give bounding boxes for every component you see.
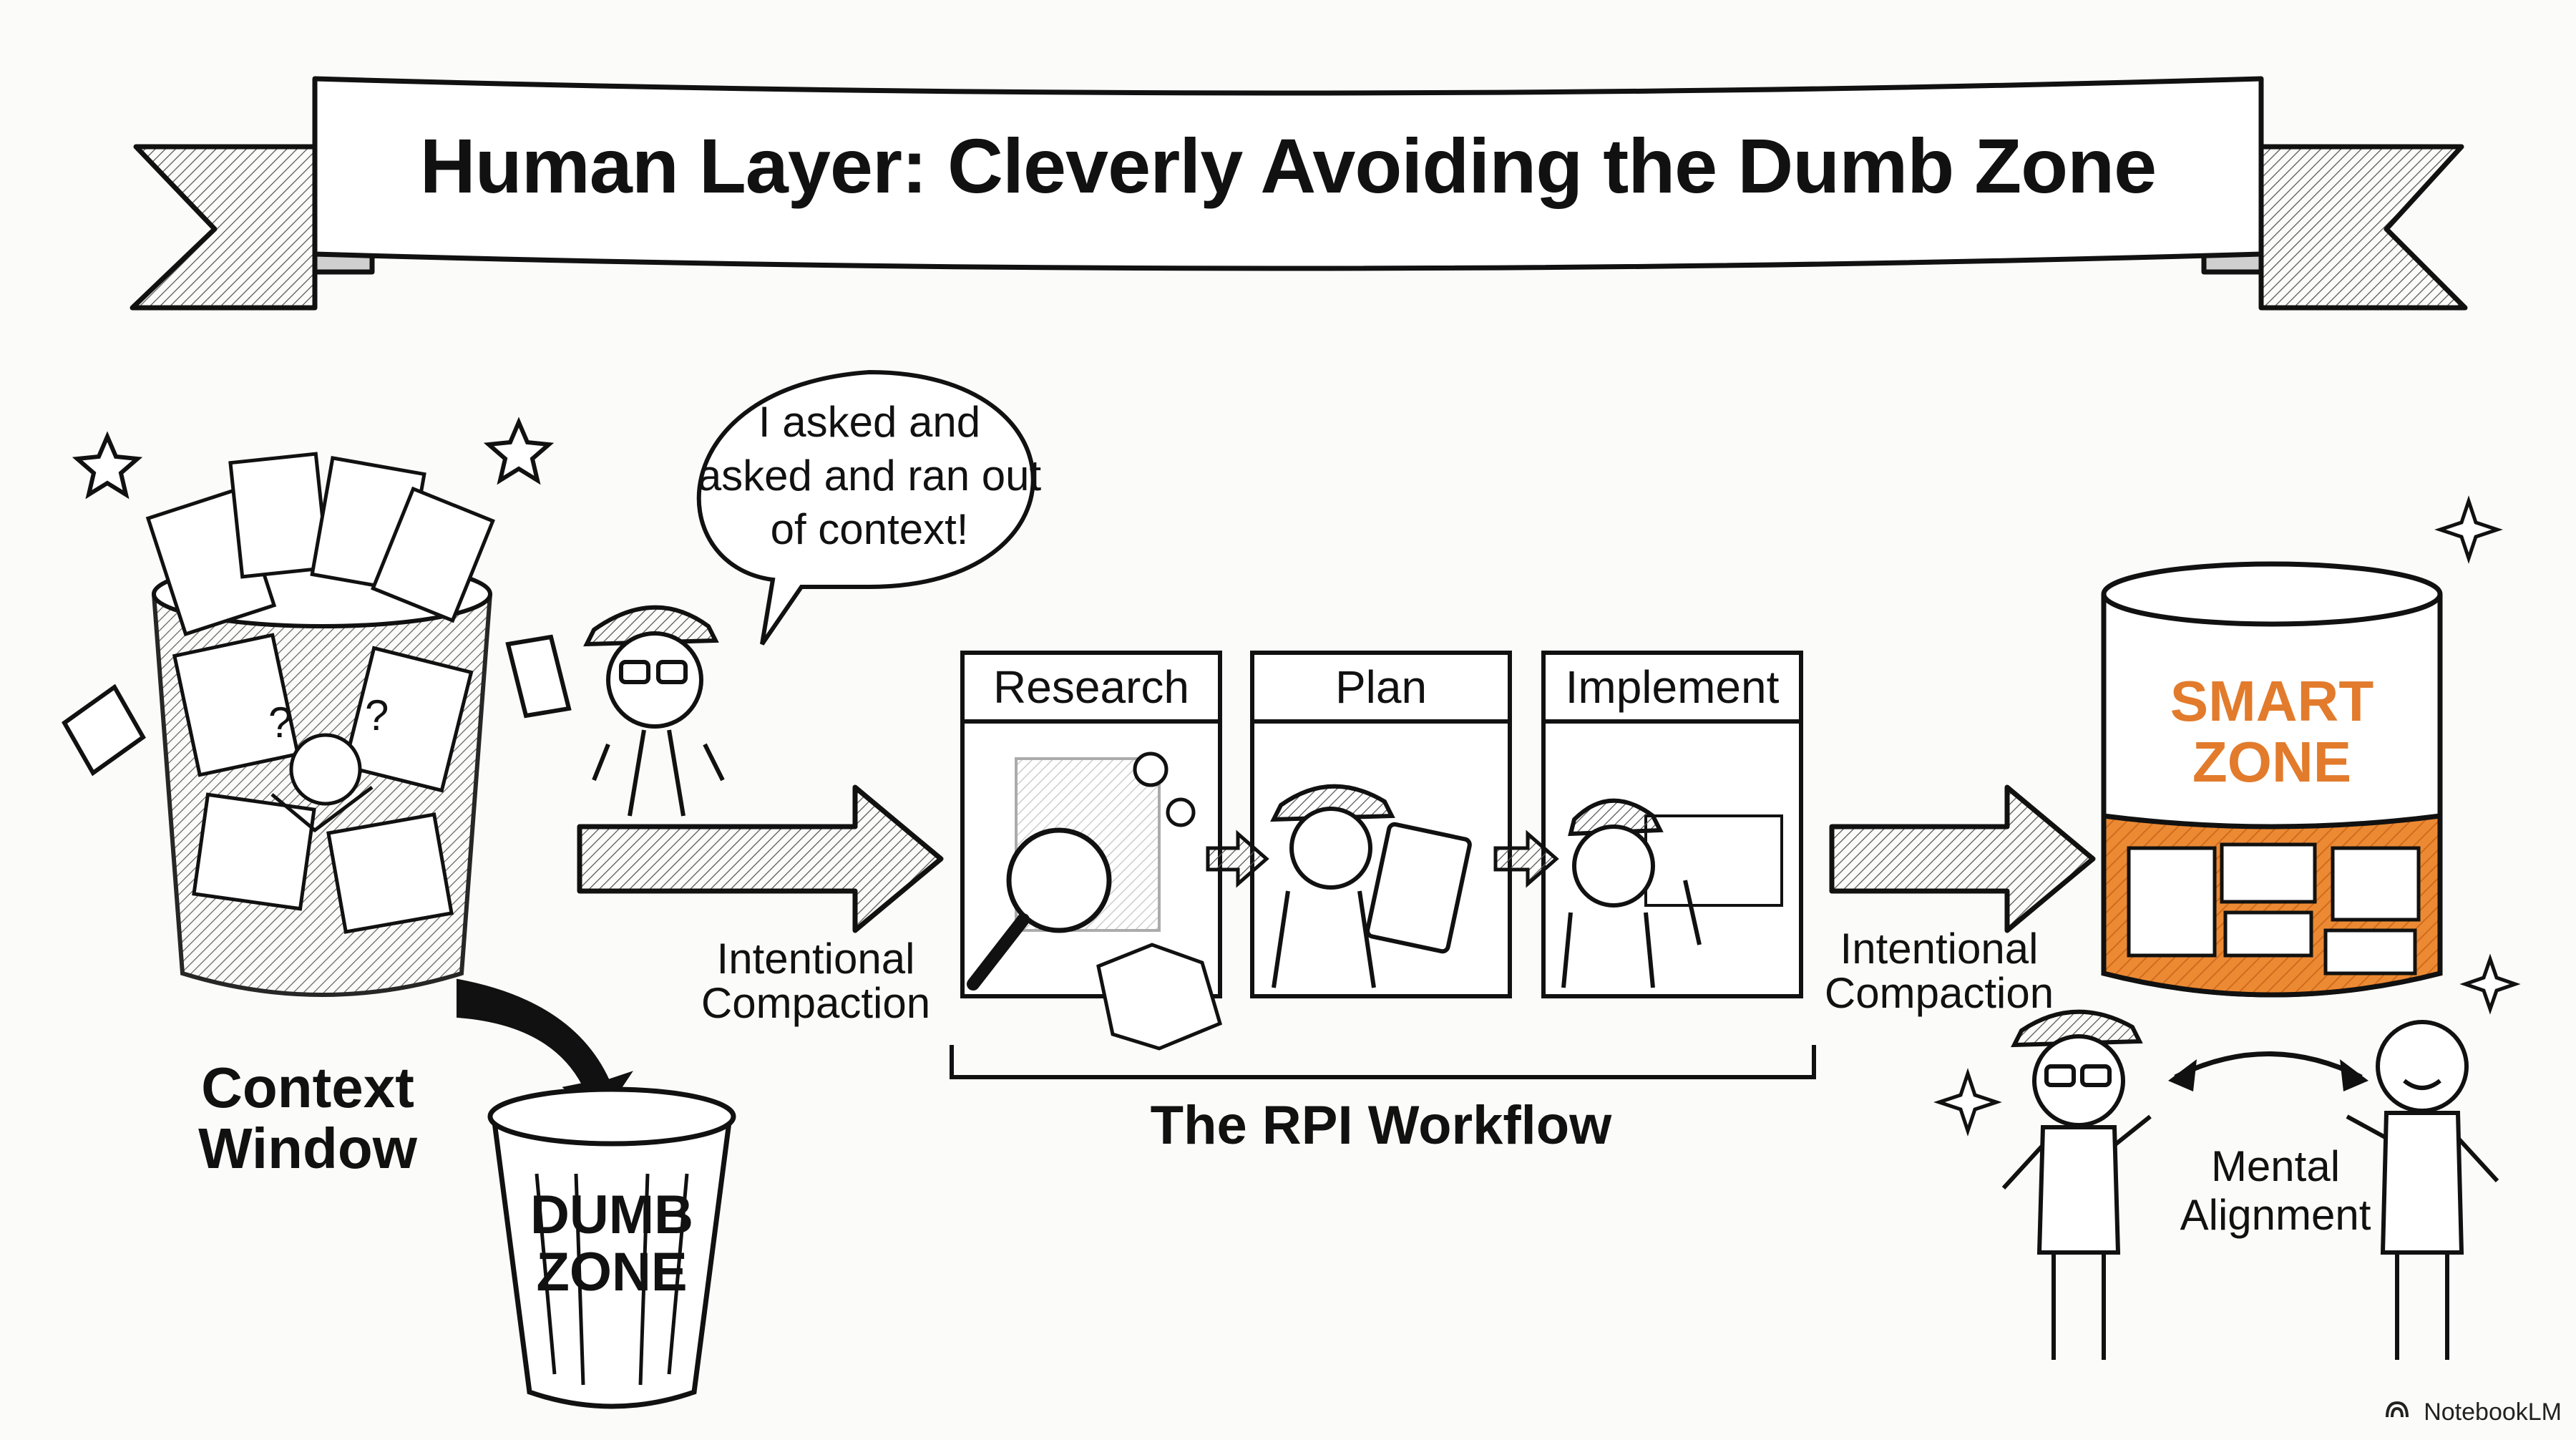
compaction-left-line-2: Compaction [701,979,931,1027]
question-mark-icon: ? [365,691,389,739]
smart-zone-container [2101,561,2443,998]
brand-name: NotebookLM [2424,1398,2562,1426]
compaction-right-line-2: Compaction [1824,969,2054,1017]
organized-documents-icon [2127,842,2421,976]
context-window-bin: ? ? [62,417,572,997]
diagram-title: Human Layer: Cleverly Avoiding the Dumb … [419,122,2157,209]
speech-bubble-line-2: asked and ran out [697,452,1042,500]
star-icon [72,431,143,500]
star-icon [483,417,555,485]
right-process-arrow [1829,784,2096,933]
builder-with-wrench-icon [1561,798,1783,988]
speech-bubble [696,369,1035,646]
dumb-zone-label-line-1: DUMB [530,1184,693,1245]
workflow-caption: The RPI Workflow [1150,1095,1612,1156]
person-with-cap-icon [2001,1009,2152,1360]
flying-paper [505,634,572,719]
compaction-left-line-1: Intentional [716,935,915,983]
workflow-step-plan: Plan [1335,661,1428,713]
ribbon-right-tail [2258,144,2468,311]
smiling-person-icon [2346,1020,2499,1360]
compaction-right-line-1: Intentional [1840,925,2039,973]
question-mark-icon: ? [268,699,292,746]
mental-alignment-line-1: Mental [2210,1142,2341,1190]
sparkle-icon [2434,495,2503,564]
speech-bubble-line-1: I asked and [758,398,981,446]
overflowing-papers [145,452,495,934]
sparkle-icon [1933,1068,2002,1137]
dumb-zone-label-line-2: ZONE [536,1242,688,1303]
context-window-label-line-1: Context [201,1056,414,1119]
brand-watermark: NotebookLM [2424,1400,2562,1424]
gear-icon [1133,751,1196,827]
alignment-double-arrow [2174,1051,2363,1080]
smart-zone-label-line-2: ZONE [2192,730,2352,794]
worried-person-icon [583,605,725,817]
treasure-map-icon [1096,943,1223,1051]
notebooklm-logo-icon [2386,1401,2409,1418]
confused-figure-icon: ? ? [268,691,389,833]
workflow-step-implement: Implement [1565,661,1780,713]
dumb-zone-trash-bin [487,1086,736,1409]
workflow-bracket [950,1045,1816,1079]
plan-step-arrow [1206,830,1269,888]
ribbon-left-tail [130,144,318,311]
workflow-step-research: Research [993,661,1189,713]
left-process-arrow [577,784,944,933]
context-window-label-line-2: Window [198,1117,417,1180]
speech-bubble-line-3: of context! [770,505,969,553]
ribbon-main-band [312,76,2264,271]
mental-alignment-line-2: Alignment [2180,1191,2371,1239]
sparkle-icon [2459,953,2521,1015]
magnifying-glass-icon [967,757,1161,991]
flying-paper [62,683,146,777]
title-ribbon [130,76,2468,311]
smart-zone-label-line-1: SMART [2170,669,2374,733]
alignment-arrowhead-right [2340,1059,2368,1091]
alignment-arrowhead-left [2168,1059,2197,1091]
implement-step-arrow [1493,830,1559,888]
person-with-checklist-icon [1270,784,1472,988]
